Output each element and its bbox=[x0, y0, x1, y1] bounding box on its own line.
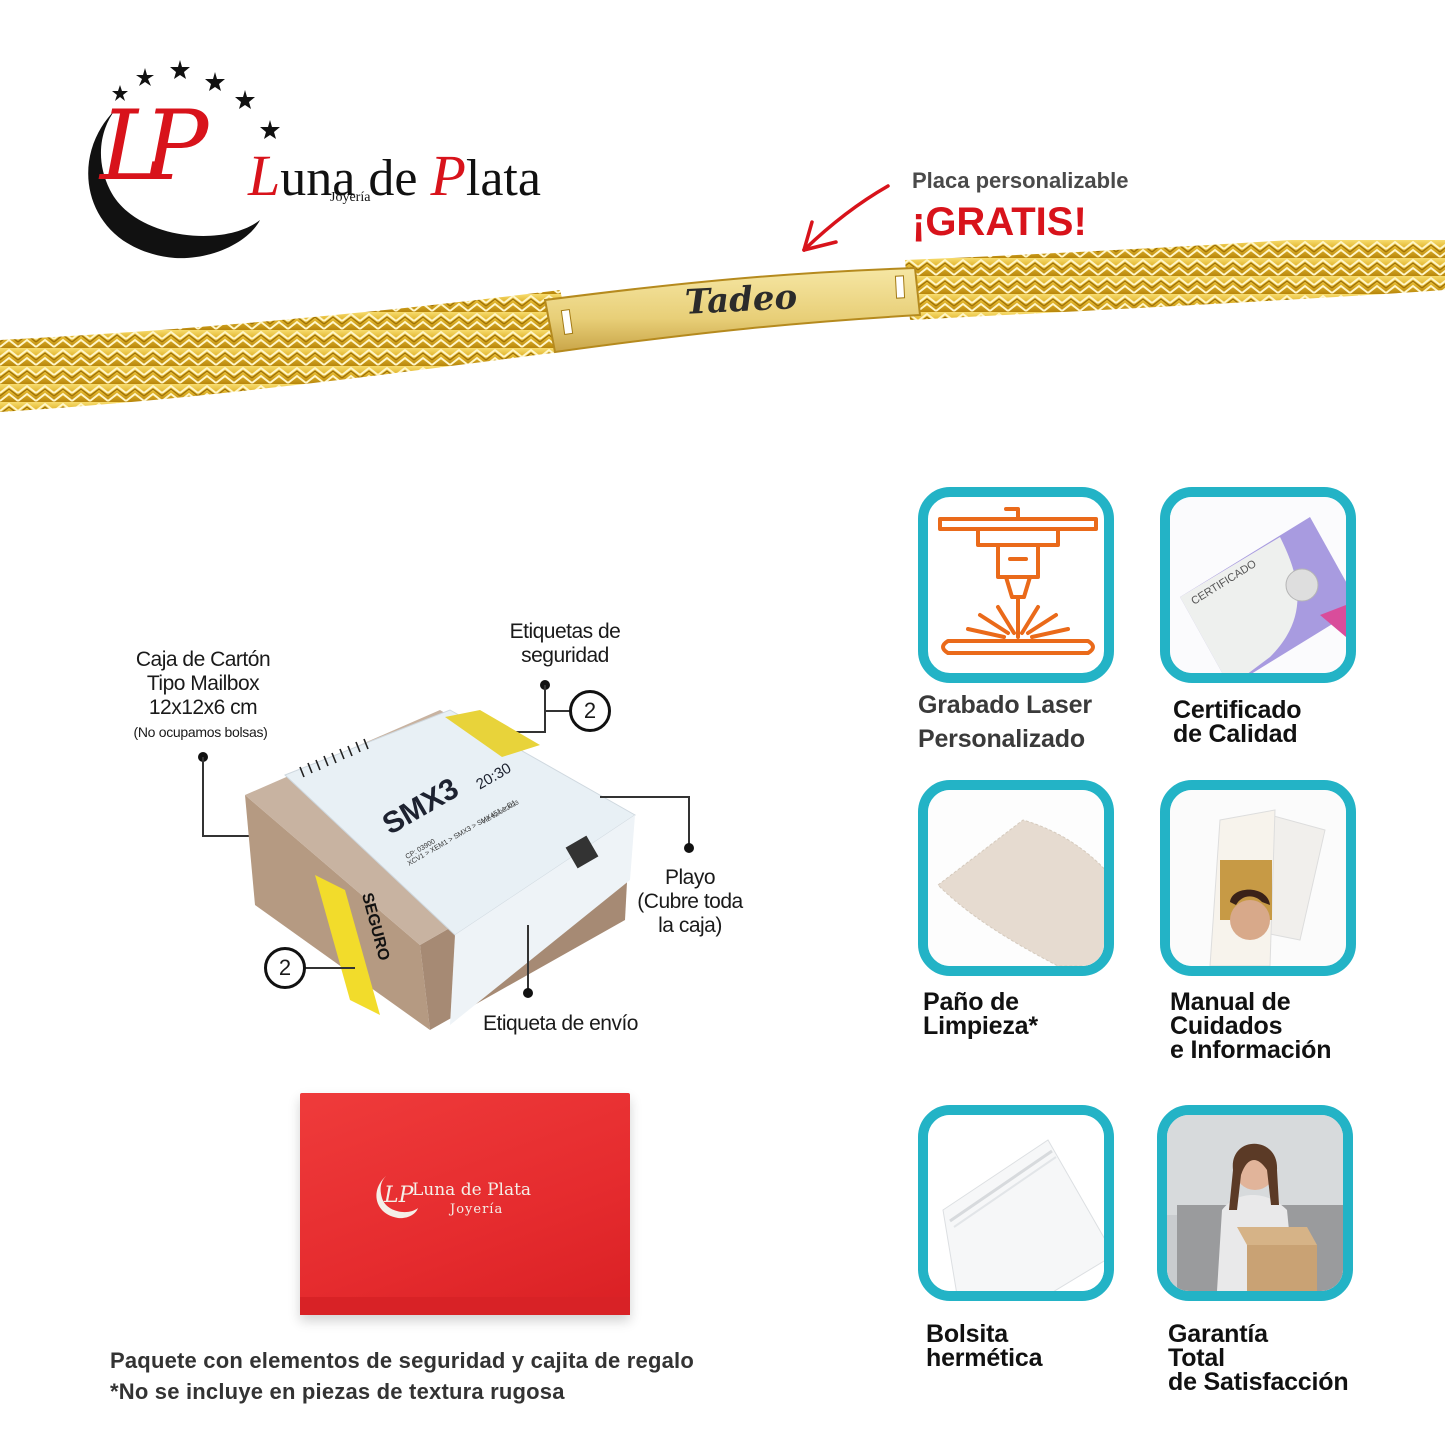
feature-label-laser: Grabado Laser Personalizado bbox=[918, 691, 1092, 753]
bracelet-image bbox=[0, 240, 1445, 412]
wrap-label: Playo (Cubre toda la caja) bbox=[637, 866, 743, 937]
brand-name: Luna de Plata bbox=[248, 143, 541, 208]
shipping-box-image bbox=[245, 709, 636, 1030]
shipping-label: Etiqueta de envío bbox=[483, 1012, 638, 1035]
moon-icon: LP bbox=[376, 1176, 418, 1219]
callout-line bbox=[544, 685, 546, 733]
callout-line bbox=[500, 731, 546, 733]
feature-label-bag: Bolsita hermética bbox=[926, 1320, 1043, 1372]
security-count-badge: 2 bbox=[569, 690, 611, 732]
gift-box-image bbox=[300, 1093, 630, 1315]
care-manual-icon bbox=[1170, 790, 1346, 966]
security-count-badge: 2 bbox=[264, 947, 306, 989]
callout-dot bbox=[684, 843, 694, 853]
footer-note: Paquete con elementos de seguridad y caj… bbox=[110, 1348, 695, 1373]
sealed-bag-icon bbox=[928, 1115, 1104, 1291]
arrow-icon bbox=[802, 184, 890, 252]
feature-tile-bag bbox=[918, 1105, 1114, 1301]
security-label: Etiquetas de seguridad bbox=[509, 620, 621, 667]
feature-tile-certificate: CERTIFICADO bbox=[1160, 487, 1356, 683]
footer-disclaimer: *No se incluye en piezas de textura rugo… bbox=[110, 1379, 565, 1404]
callout-line bbox=[305, 967, 355, 969]
svg-text:LP: LP bbox=[383, 1183, 415, 1208]
brand-subtitle: Joyería bbox=[330, 190, 371, 205]
box-note: (No ocupamos bolsas) bbox=[133, 724, 268, 740]
callout-line bbox=[544, 710, 570, 712]
feature-tile-laser bbox=[918, 487, 1114, 683]
feature-tile-manual bbox=[1160, 780, 1356, 976]
satisfaction-icon bbox=[1167, 1115, 1343, 1291]
cleaning-cloth-icon bbox=[928, 790, 1104, 966]
feature-label-cloth: Paño de Limpieza* bbox=[923, 988, 1038, 1040]
laser-engraving-icon bbox=[938, 507, 1098, 655]
feature-tile-satisfaction bbox=[1157, 1105, 1353, 1301]
feature-label-satisfaction: Garantía Total de Satisfacción bbox=[1168, 1320, 1349, 1396]
callout-line bbox=[527, 925, 529, 990]
promo-subtitle: Placa personalizable bbox=[912, 168, 1129, 193]
callout-line bbox=[202, 757, 204, 837]
feature-tile-cloth bbox=[918, 780, 1114, 976]
callout-line bbox=[688, 796, 690, 846]
certificate-icon: CERTIFICADO bbox=[1170, 497, 1346, 673]
box-label: Caja de Cartón Tipo Mailbox 12x12x6 cm bbox=[135, 648, 271, 719]
callout-line bbox=[202, 835, 250, 837]
feature-label-manual: Manual de Cuidados e Información bbox=[1170, 988, 1332, 1064]
feature-label-certificate: Certificado de Calidad bbox=[1173, 696, 1302, 748]
logo-initials: LP bbox=[100, 90, 208, 202]
callout-dot bbox=[523, 988, 533, 998]
promo-headline: ¡GRATIS! bbox=[912, 200, 1087, 244]
moon-icon bbox=[88, 110, 260, 259]
brand-logo: LP Luna de Plata Joyería bbox=[70, 50, 590, 259]
engraving-text: Tadeo bbox=[684, 277, 799, 323]
stars-icon bbox=[112, 60, 280, 139]
callout-line bbox=[600, 796, 690, 798]
